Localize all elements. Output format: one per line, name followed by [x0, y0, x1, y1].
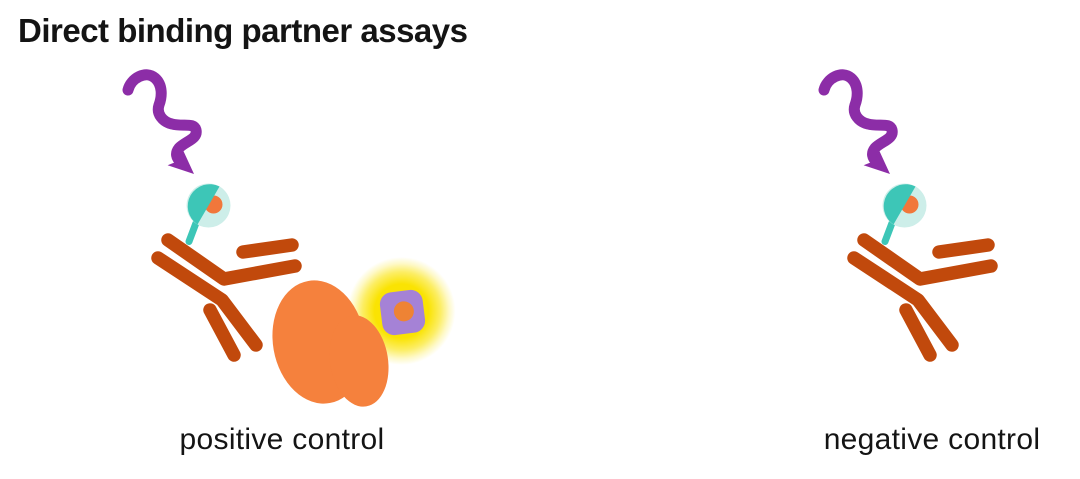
tagged-antibody-unit: [128, 75, 295, 355]
positive-control-illustration: [128, 75, 456, 407]
negative-control-label: negative control: [823, 423, 1041, 456]
signal-square-dot: [393, 301, 414, 322]
protein-lobe-small: [329, 315, 389, 407]
positive-control-label: positive control: [179, 423, 385, 456]
bound-signal-icon: [379, 289, 426, 336]
binding-partner-protein-blob: [272, 280, 389, 407]
page-title: Direct binding partner assays: [18, 12, 468, 49]
tagged-antibody-unit: [824, 75, 991, 355]
negative-control-illustration: [824, 75, 991, 355]
